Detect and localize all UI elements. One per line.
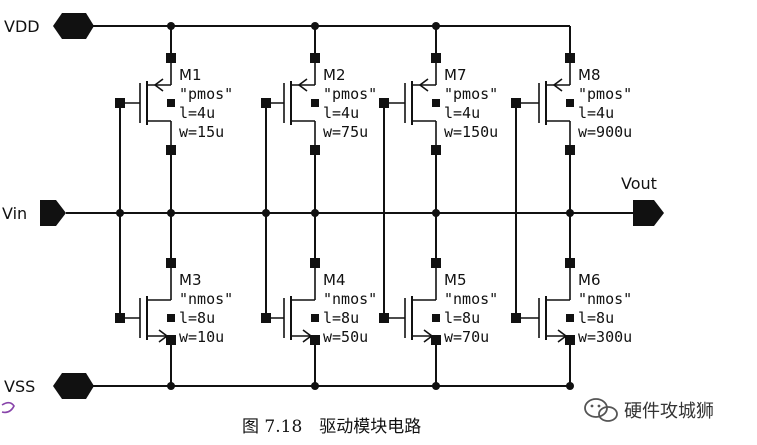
transistor-m2: M2"pmos"l=4uw=75u (261, 53, 377, 155)
watermark: 硬件攻城狮 (584, 398, 714, 422)
device-name: M5 (444, 271, 467, 289)
stage-4 (515, 26, 571, 386)
device-length: l=8u (578, 309, 614, 327)
transistor-m6: M6"nmos"l=8uw=300u (511, 258, 632, 346)
device-length: l=4u (444, 104, 480, 122)
device-name: M4 (323, 271, 346, 289)
device-length: l=8u (444, 309, 480, 327)
device-width: w=150u (444, 123, 498, 141)
watermark-text: 硬件攻城狮 (624, 401, 714, 422)
device-name: M7 (444, 66, 467, 84)
device-type: "nmos" (578, 290, 632, 308)
transistor-symbols: M1"pmos"l=4uw=15uM2"pmos"l=4uw=75uM7"pmo… (115, 53, 632, 346)
transistor-m3: M3"nmos"l=8uw=10u (115, 258, 233, 346)
transistor-m1: M1"pmos"l=4uw=15u (115, 53, 233, 155)
device-width: w=50u (323, 328, 368, 346)
vout-label: Vout (621, 174, 657, 193)
device-type: "pmos" (578, 85, 632, 103)
vdd-label: VDD (4, 17, 40, 36)
vout-pin: Vout (570, 174, 664, 226)
device-length: l=8u (179, 309, 215, 327)
vin-label: Vin (2, 204, 27, 223)
device-width: w=15u (179, 123, 224, 141)
device-type: "pmos" (179, 85, 233, 103)
device-width: w=10u (179, 328, 224, 346)
device-length: l=4u (323, 104, 359, 122)
device-name: M2 (323, 66, 346, 84)
device-name: M3 (179, 271, 202, 289)
device-name: M8 (578, 66, 601, 84)
transistor-m4: M4"nmos"l=8uw=50u (261, 258, 377, 346)
transistor-m8: M8"pmos"l=4uw=900u (511, 53, 632, 155)
junction-dots (116, 22, 574, 390)
device-type: "nmos" (323, 290, 377, 308)
device-width: w=300u (578, 328, 632, 346)
device-name: M6 (578, 271, 601, 289)
device-width: w=75u (323, 123, 368, 141)
edge-mark-icon (1, 401, 15, 414)
device-length: l=4u (578, 104, 614, 122)
device-name: M1 (179, 66, 202, 84)
stage-3 (315, 26, 570, 386)
device-type: "pmos" (323, 85, 377, 103)
device-length: l=8u (323, 309, 359, 327)
device-type: "pmos" (444, 85, 498, 103)
stage-1 (119, 26, 172, 386)
device-width: w=900u (578, 123, 632, 141)
device-width: w=70u (444, 328, 489, 346)
device-type: "nmos" (444, 290, 498, 308)
transistor-m7: M7"pmos"l=4uw=150u (379, 53, 498, 155)
device-type: "nmos" (179, 290, 233, 308)
transistor-m5: M5"nmos"l=8uw=70u (379, 258, 498, 346)
wechat-icon (584, 398, 618, 422)
figure-caption: 图 7.18 驱动模块电路 (242, 417, 421, 437)
vss-label: VSS (4, 377, 35, 396)
vdd-pin: VDD (4, 13, 94, 39)
vin-pin: Vin (2, 200, 120, 226)
vss-pin: VSS (4, 373, 94, 399)
device-length: l=4u (179, 104, 215, 122)
